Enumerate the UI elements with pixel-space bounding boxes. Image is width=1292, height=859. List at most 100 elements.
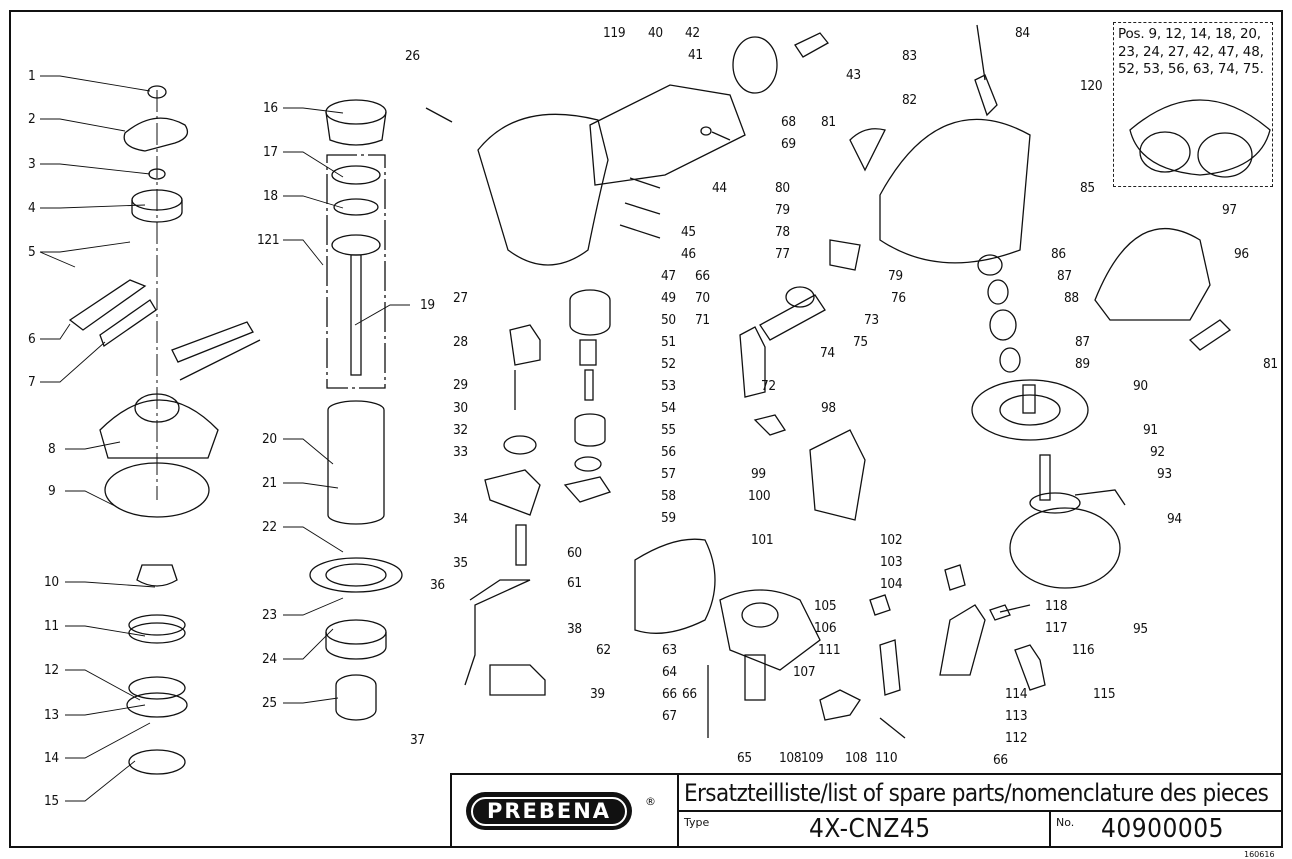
callout-label: 30 xyxy=(453,400,468,416)
note-callout-label: 120 xyxy=(1080,78,1103,94)
callout-label: 50 xyxy=(661,312,676,328)
callout-label: 81 xyxy=(821,114,836,130)
callout-label: 55 xyxy=(661,422,676,438)
callout-label: 41 xyxy=(688,47,703,63)
callout-label: 112 xyxy=(1005,730,1028,746)
callout-label: 108 xyxy=(845,750,868,766)
callout-label: 35 xyxy=(453,555,468,571)
callout-label: 109 xyxy=(801,750,824,766)
callout-label: 57 xyxy=(661,466,676,482)
callout-label: 97 xyxy=(1222,202,1237,218)
callout-label: 116 xyxy=(1072,642,1095,658)
callout-label: 65 xyxy=(737,750,752,766)
callout-label: 61 xyxy=(567,575,582,591)
callout-label: 20 xyxy=(262,431,277,447)
callout-label: 63 xyxy=(662,642,677,658)
callout-label: 38 xyxy=(567,621,582,637)
callout-label: 89 xyxy=(1075,356,1090,372)
type-value: 4X-CNZ45 xyxy=(809,814,931,844)
callout-label: 90 xyxy=(1133,378,1148,394)
callout-label: 56 xyxy=(661,444,676,460)
callout-label: 44 xyxy=(712,180,727,196)
callout-label: 110 xyxy=(875,750,898,766)
callout-label: 34 xyxy=(453,511,468,527)
callout-label: 11 xyxy=(44,618,59,634)
callout-label: 39 xyxy=(590,686,605,702)
callout-label: 27 xyxy=(453,290,468,306)
callout-label: 98 xyxy=(821,400,836,416)
part-shapes-gasket xyxy=(1129,99,1271,178)
callout-label: 43 xyxy=(846,67,861,83)
callout-label: 66 xyxy=(662,686,677,702)
callout-label: 33 xyxy=(453,444,468,460)
callout-label: 78 xyxy=(775,224,790,240)
callout-label: 83 xyxy=(902,48,917,64)
callout-label: 70 xyxy=(695,290,710,306)
callout-label: 17 xyxy=(263,144,278,160)
callout-label: 87 xyxy=(1075,334,1090,350)
callout-label: 22 xyxy=(262,519,277,535)
callout-label: 9 xyxy=(48,483,56,499)
callout-label: 87 xyxy=(1057,268,1072,284)
callout-label: 117 xyxy=(1045,620,1068,636)
brand-name: PREBENA xyxy=(471,796,627,826)
document-code: 160616 xyxy=(1244,850,1275,859)
brand-logo: PREBENA xyxy=(466,792,632,830)
note-line: 23, 24, 27, 42, 47, 48, xyxy=(1118,43,1264,60)
callout-label: 84 xyxy=(1015,25,1030,41)
leader-lines xyxy=(39,75,410,802)
callout-label: 94 xyxy=(1167,511,1182,527)
callout-label: 28 xyxy=(453,334,468,350)
callout-label: 66 xyxy=(695,268,710,284)
callout-label: 12 xyxy=(44,662,59,678)
callout-label: 92 xyxy=(1150,444,1165,460)
callout-label: 106 xyxy=(814,620,837,636)
callout-label: 108 xyxy=(779,750,802,766)
callout-label: 119 xyxy=(603,25,626,41)
callout-label: 80 xyxy=(775,180,790,196)
common-parts-note: Pos. 9, 12, 14, 18, 20, 23, 24, 27, 42, … xyxy=(1113,22,1273,187)
callout-label: 100 xyxy=(748,488,771,504)
callout-label: 1 xyxy=(28,68,36,84)
callout-label: 96 xyxy=(1234,246,1249,262)
callout-label: 40 xyxy=(648,25,663,41)
callout-label: 105 xyxy=(814,598,837,614)
callout-label: 74 xyxy=(820,345,835,361)
callout-label: 5 xyxy=(28,244,36,260)
logo-cell: PREBENA ® xyxy=(452,775,679,848)
callout-label: 60 xyxy=(567,545,582,561)
callout-label: 66 xyxy=(682,686,697,702)
registered-mark: ® xyxy=(645,795,656,808)
number-label: No. xyxy=(1056,816,1075,829)
callout-label: 54 xyxy=(661,400,676,416)
callout-label: 49 xyxy=(661,290,676,306)
callout-label: 95 xyxy=(1133,621,1148,637)
callout-label: 114 xyxy=(1005,686,1028,702)
callout-label: 23 xyxy=(262,607,277,623)
callout-label: 42 xyxy=(685,25,700,41)
callout-label: 64 xyxy=(662,664,677,680)
callout-label: 47 xyxy=(661,268,676,284)
callout-label: 4 xyxy=(28,200,36,216)
type-label: Type xyxy=(684,816,710,829)
callout-label: 18 xyxy=(263,188,278,204)
title-block: PREBENA ® Ersatzteilliste/list of spare … xyxy=(450,773,1283,848)
callout-label: 102 xyxy=(880,532,903,548)
drawing-frame xyxy=(9,10,1283,848)
type-cell: Type 4X-CNZ45 xyxy=(679,812,1051,848)
callout-label: 88 xyxy=(1064,290,1079,306)
document-title: Ersatzteilliste/list of spare parts/nome… xyxy=(679,775,1283,812)
callout-label: 79 xyxy=(775,202,790,218)
part-shapes-piston xyxy=(309,99,453,721)
callout-label: 104 xyxy=(880,576,903,592)
callout-label: 58 xyxy=(661,488,676,504)
callout-label: 79 xyxy=(888,268,903,284)
callout-label: 76 xyxy=(891,290,906,306)
callout-label: 36 xyxy=(430,577,445,593)
callout-label: 111 xyxy=(818,642,841,658)
callout-label: 68 xyxy=(781,114,796,130)
callout-label: 107 xyxy=(793,664,816,680)
callout-label: 93 xyxy=(1157,466,1172,482)
callout-label: 69 xyxy=(781,136,796,152)
